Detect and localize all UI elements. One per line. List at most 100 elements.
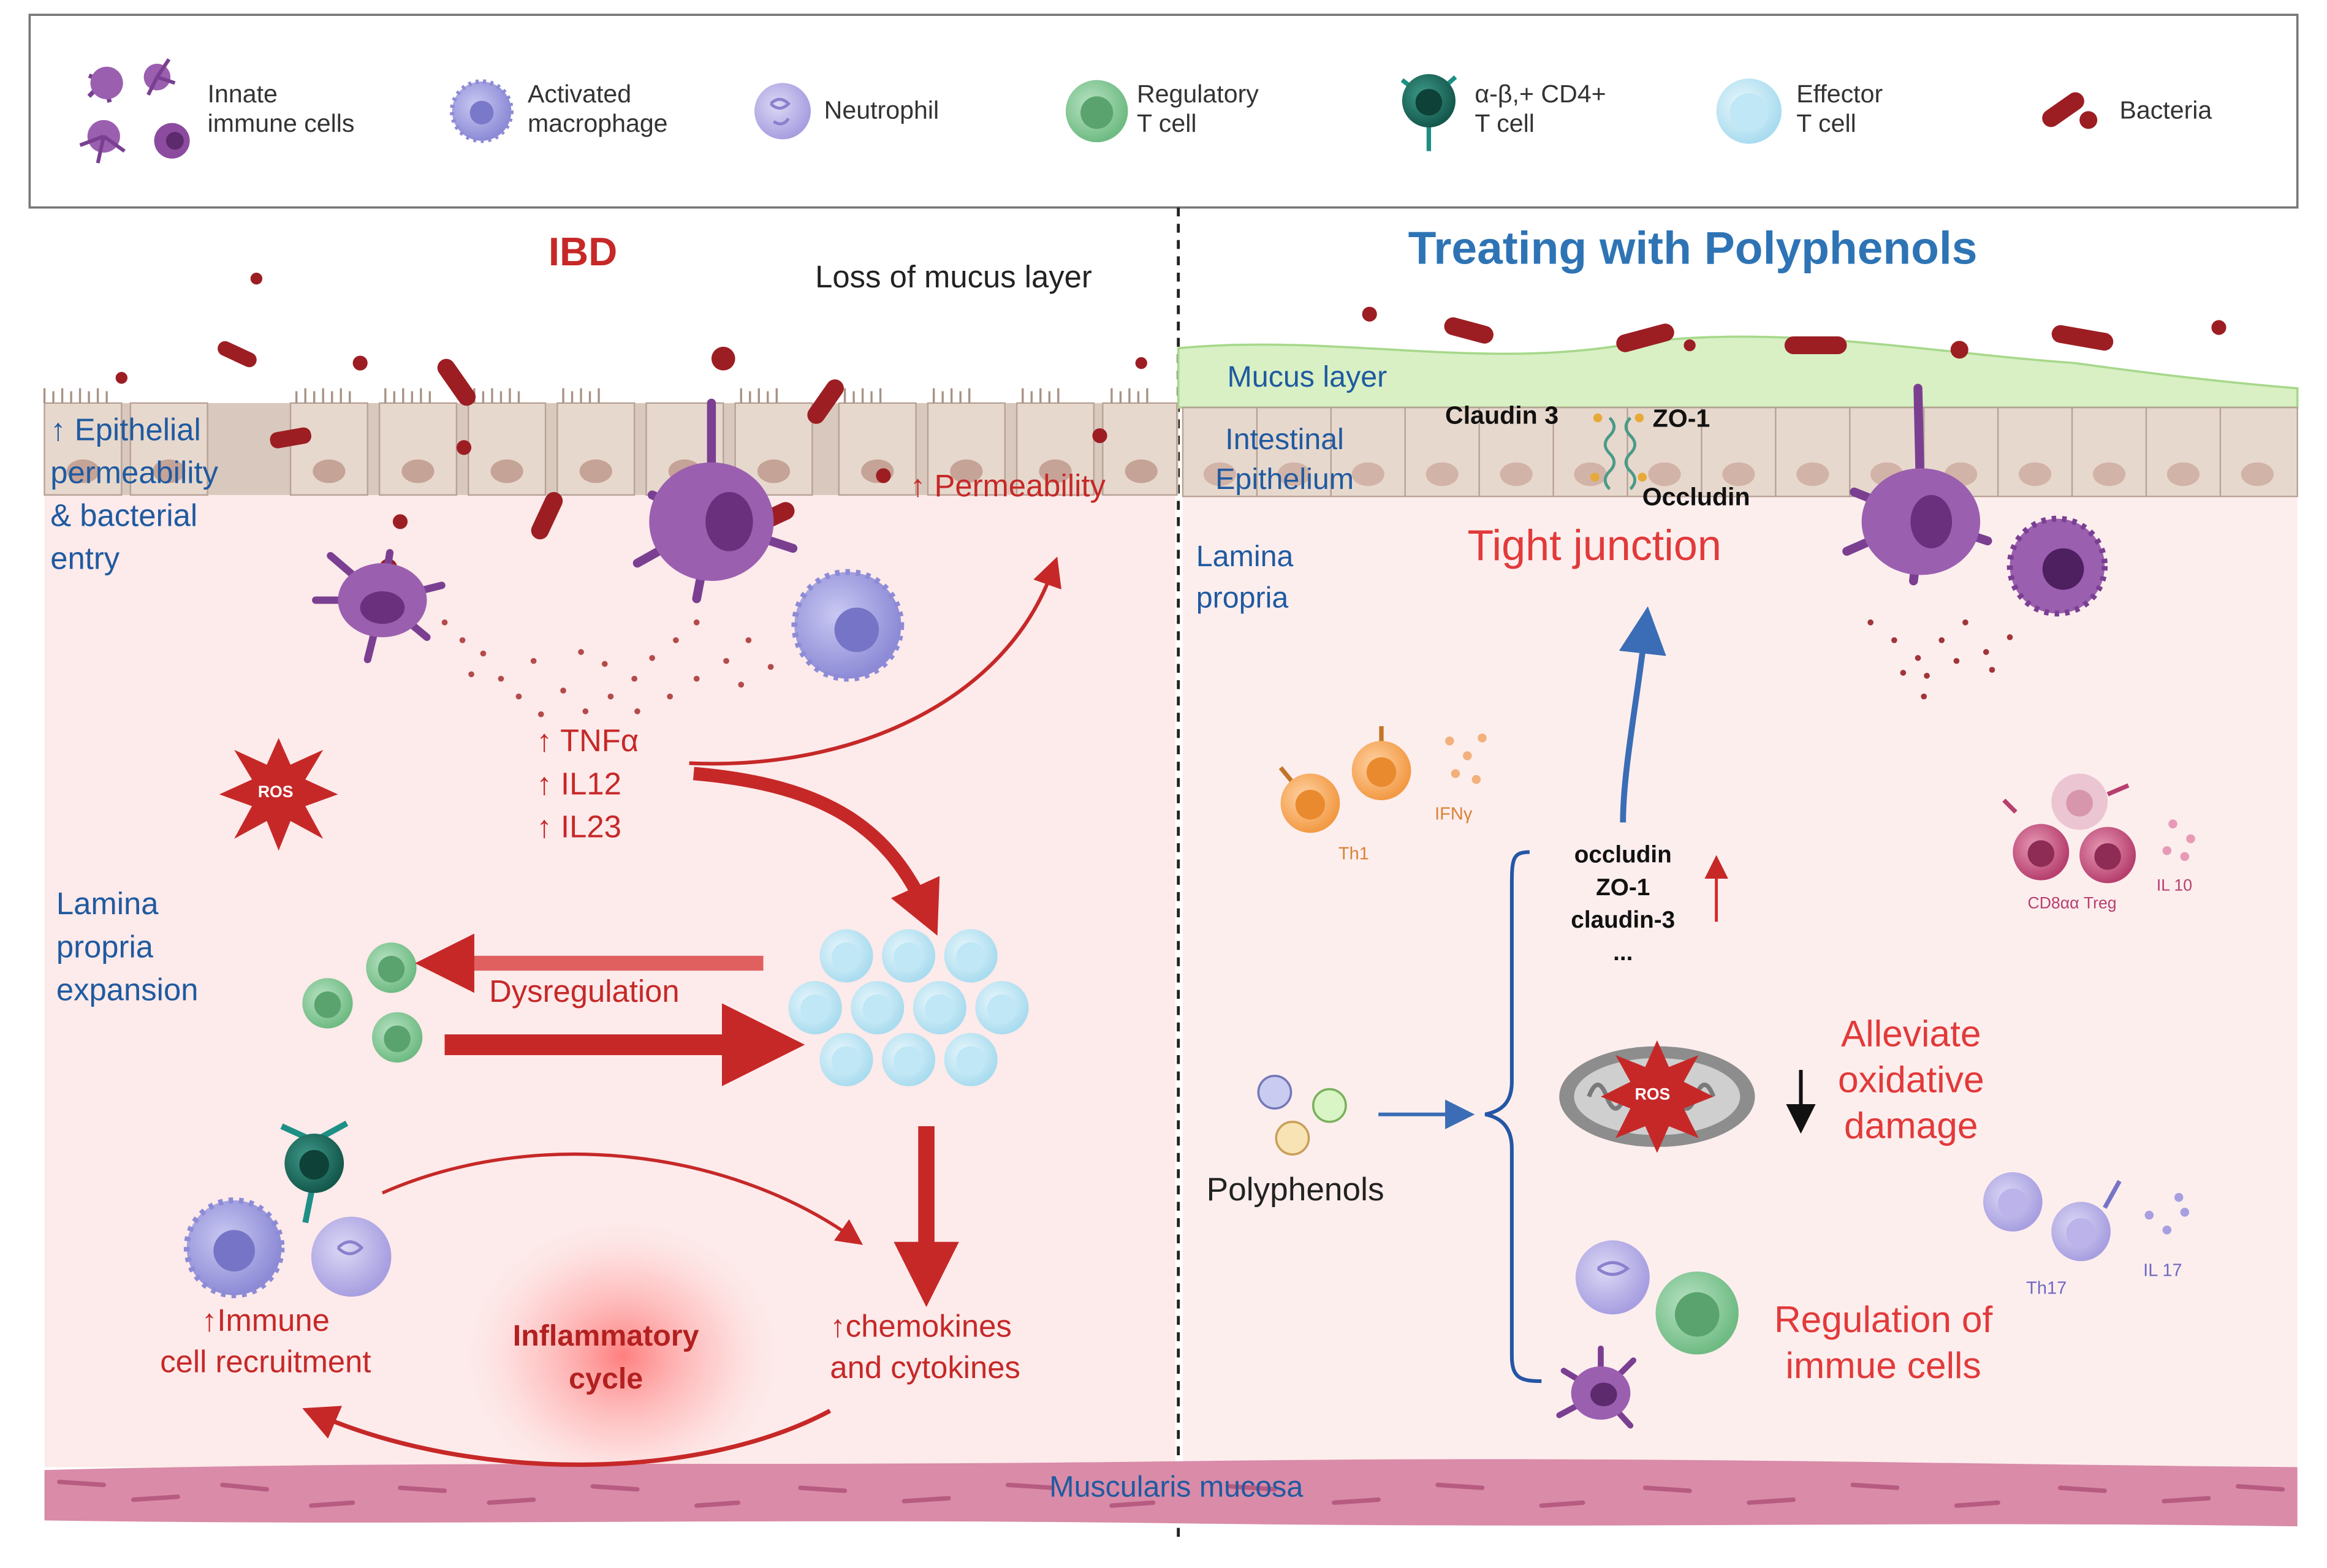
il17-label: IL 17 — [2143, 1259, 2182, 1281]
legend-treg-line2: T cell — [1136, 108, 1197, 137]
th17-label: Th17 — [2026, 1277, 2067, 1298]
epithelial-line2: permeability — [50, 456, 219, 491]
legend-effector-line1: Effector — [1796, 80, 1883, 108]
epithelium-label: Intestinal Epithelium — [1215, 421, 1354, 501]
mitochondria-icon — [1559, 1040, 1755, 1153]
epithelial-line3: & bacterial — [50, 499, 198, 534]
muscularis-label: Muscularis mucosa — [1049, 1471, 1304, 1504]
ros-label-right: ROS — [1634, 1086, 1671, 1104]
ifn-label: IFNγ — [1435, 803, 1473, 824]
legend-cd4-line2: T cell — [1475, 108, 1535, 137]
tight-junction-icon — [1590, 413, 1647, 490]
polyphenol-molecules — [1257, 1075, 1347, 1156]
alleviate-line3: damage — [1843, 1105, 1978, 1147]
right-lamina-bg — [1182, 489, 2298, 1468]
legend-bacteria-icon — [2042, 92, 2098, 129]
chemokines-line1: ↑chemokines — [830, 1309, 1012, 1344]
dysregulation-label: Dysregulation — [489, 975, 680, 1009]
arrow-cycle-top — [381, 1153, 864, 1245]
legend-box — [28, 13, 2299, 209]
th1-cells — [1278, 726, 1487, 833]
chemokines-label: ↑chemokines and cytokines — [830, 1307, 1020, 1390]
legend-neutrophil-label: Neutrophil — [824, 96, 940, 125]
protein-zo1: ZO-1 — [1596, 876, 1650, 901]
cytokine-dots — [441, 619, 774, 718]
protein-claudin3: claudin-3 — [1571, 908, 1676, 934]
zo1-label: ZO-1 — [1652, 404, 1710, 433]
regulation-line1: Regulation of — [1774, 1300, 1993, 1341]
right-lamina-line1: Lamina — [1196, 540, 1294, 574]
legend-innate-line1: Innate — [207, 80, 278, 108]
alleviate-line2: oxidative — [1837, 1059, 1984, 1101]
left-treg-cells — [302, 942, 423, 1063]
arrow-to-effector — [693, 767, 940, 936]
mucus-loss-label: Loss of mucus layer — [815, 260, 1092, 295]
protein-occludin: occludin — [1574, 843, 1672, 869]
left-title: IBD — [548, 229, 618, 275]
lamina-expansion-line3: expansion — [56, 973, 199, 1008]
regulation-line2: immue cells — [1785, 1345, 1981, 1387]
epithelium-line1: Intestinal — [1225, 423, 1344, 456]
arrow-cycle-bottom — [302, 1406, 832, 1468]
arrow-to-tight-junction — [1619, 606, 1666, 823]
occludin-label: Occludin — [1642, 483, 1750, 512]
th1-label: Th1 — [1338, 843, 1369, 864]
legend-treg-label: Regulatory T cell — [1137, 80, 1259, 138]
legend-innate-label: Innate immune cells — [208, 80, 355, 138]
cycle-line2: cycle — [569, 1363, 643, 1396]
muscularis-band — [44, 1459, 2298, 1527]
legend-cd4-line1: α-β,+ CD4+ — [1475, 80, 1606, 108]
legend-effector-line2: T cell — [1796, 108, 1856, 137]
legend-macrophage-line1: Activated — [527, 80, 632, 108]
right-lamina-line2: propria — [1196, 582, 1289, 615]
th17-cells — [1983, 1172, 2190, 1262]
legend-innate-line2: immune cells — [207, 108, 355, 137]
right-neutrophil-cell — [2006, 515, 2108, 617]
arrow-to-permeability — [689, 556, 1061, 766]
cytokines-label: ↑ TNFα ↑ IL12 ↑ IL23 — [536, 720, 639, 849]
legend-treg-line1: Regulatory — [1136, 80, 1259, 108]
right-bacteria — [1362, 306, 2226, 359]
lamina-expansion-line1: Lamina — [56, 887, 159, 922]
tight-junction-label: Tight junction — [1467, 523, 1722, 571]
tight-junction-proteins: occludin ZO-1 claudin-3 ... — [1556, 840, 1690, 971]
effector-t-cell-cluster — [788, 929, 1029, 1086]
legend-cd4-icon — [1400, 74, 1457, 151]
ros-burst-left — [219, 738, 338, 851]
right-cytokine-dots — [1867, 619, 2013, 700]
polyphenols-label: Polyphenols — [1206, 1170, 1384, 1208]
recruitment-cells — [183, 1120, 392, 1298]
left-innate-cell-1 — [312, 549, 446, 664]
tnf-label: ↑ TNFα — [536, 724, 639, 759]
inflammatory-cycle-label: Inflammatory cycle — [513, 1316, 699, 1402]
legend-macrophage-label: Activated macrophage — [528, 80, 668, 138]
bracket — [1484, 850, 1542, 1384]
legend-treg-icon — [1065, 80, 1128, 143]
regulation-label: Regulation of immue cells — [1774, 1298, 1992, 1390]
il10-label: IL 10 — [2156, 877, 2193, 895]
lamina-expansion-line2: propria — [56, 930, 154, 965]
epithelial-line4: entry — [50, 542, 120, 577]
right-innate-cell — [1842, 384, 1992, 586]
legend-innate-icon — [79, 58, 190, 164]
cd8-treg-label: CD8αα Treg — [2027, 895, 2117, 913]
left-neutrophil-cell — [791, 569, 905, 682]
regulated-immune-cells — [1556, 1240, 1739, 1429]
recruitment-line1: ↑Immune — [201, 1304, 330, 1338]
right-epithelium — [1182, 406, 2298, 498]
mucus-layer-label: Mucus layer — [1227, 362, 1387, 395]
recruitment-label: ↑Immune cell recruitment — [160, 1301, 371, 1384]
il23-label: ↑ IL23 — [536, 810, 621, 845]
left-innate-cell-2 — [632, 398, 798, 604]
legend-neutrophil-icon — [754, 83, 811, 140]
right-lamina-label: Lamina propria — [1196, 536, 1294, 619]
il12-label: ↑ IL12 — [536, 767, 621, 802]
legend-macrophage-line2: macrophage — [527, 108, 668, 137]
legend-effector-icon — [1716, 78, 1782, 144]
alleviate-line1: Alleviate — [1840, 1013, 1981, 1055]
cycle-line1: Inflammatory — [512, 1320, 699, 1354]
ros-label-left: ROS — [257, 784, 294, 802]
recruitment-line2: cell recruitment — [160, 1345, 371, 1380]
